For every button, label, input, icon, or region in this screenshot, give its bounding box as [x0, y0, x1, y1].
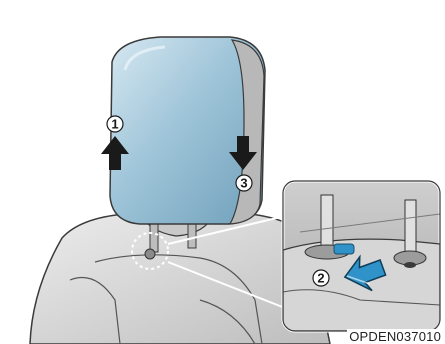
step-1-label: 1 [111, 117, 118, 132]
step-3-badge: 3 [235, 174, 253, 192]
press-arrow-icon [343, 254, 387, 292]
arrow-down-icon [229, 136, 257, 170]
headrest [109, 36, 266, 225]
arrow-up-icon [101, 136, 129, 170]
release-button-callout [131, 215, 286, 309]
figure-code: OPDEN037010 [347, 329, 443, 344]
detail-inset [281, 179, 442, 333]
step-2-badge: 2 [312, 269, 330, 287]
step-2-label: 2 [317, 271, 324, 286]
step-3-label: 3 [240, 176, 247, 191]
step-1-badge: 1 [106, 115, 124, 133]
